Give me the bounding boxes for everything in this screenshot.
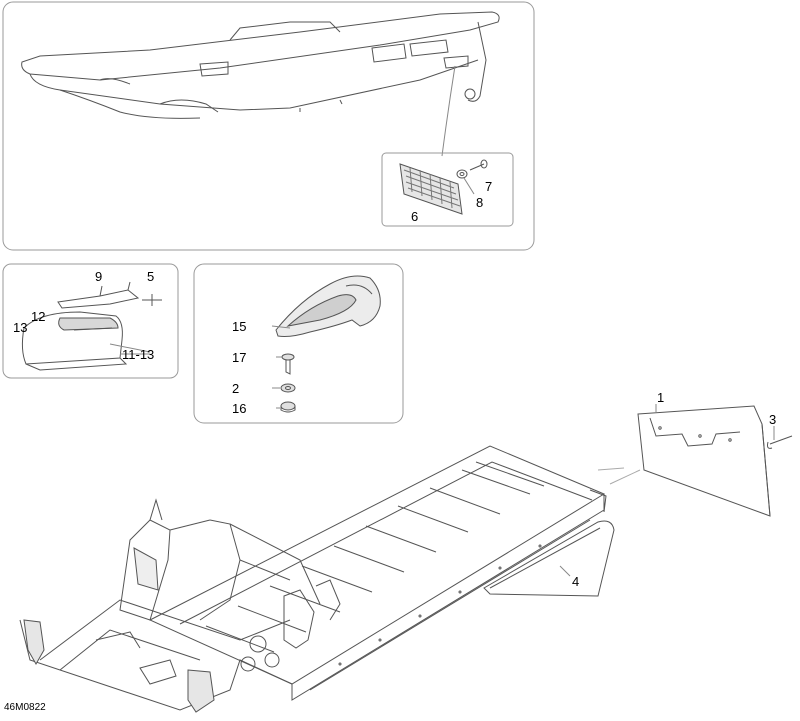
callout-3: 3 [769, 412, 777, 427]
callout-4: 4 [572, 574, 580, 589]
callout-16: 16 [232, 401, 247, 416]
leader-line [442, 66, 455, 156]
reflector-drawing [400, 164, 462, 214]
callout-7: 7 [485, 179, 493, 194]
panel-top [3, 2, 534, 250]
rear-bumper-drawing [22, 12, 499, 118]
washer-2-drawing [281, 384, 295, 392]
panel-handle [194, 264, 403, 423]
callout-5: 5 [147, 269, 155, 284]
callout-12: 12 [31, 309, 46, 324]
bag-drawing [22, 312, 126, 370]
callout-8: 8 [476, 195, 484, 210]
screw-17-drawing [282, 354, 294, 374]
callout-1: 1 [657, 390, 665, 405]
callout-6: 6 [411, 209, 419, 224]
callout-2: 2 [232, 381, 240, 396]
panel-bag [3, 264, 178, 378]
washer-drawing [457, 170, 467, 178]
reflector-detail-box [382, 153, 513, 226]
diagram-code: 46M0822 [4, 702, 46, 713]
snow-flap-drawing [638, 406, 770, 516]
callout-9: 9 [95, 269, 103, 284]
flap-fastener-drawing [768, 436, 793, 448]
screw-drawing [470, 160, 487, 170]
grab-handle-drawing [276, 276, 380, 337]
chassis-frame-drawing [20, 446, 606, 712]
fastener-drawing [142, 294, 162, 306]
bracket-drawing [58, 282, 138, 308]
callout-15: 15 [232, 319, 247, 334]
callout-11-13: 11-13 [122, 347, 155, 362]
callout-17: 17 [232, 350, 247, 365]
callout-13: 13 [13, 320, 28, 335]
side-deflector-drawing [484, 521, 614, 596]
nut-16-drawing [281, 402, 295, 412]
